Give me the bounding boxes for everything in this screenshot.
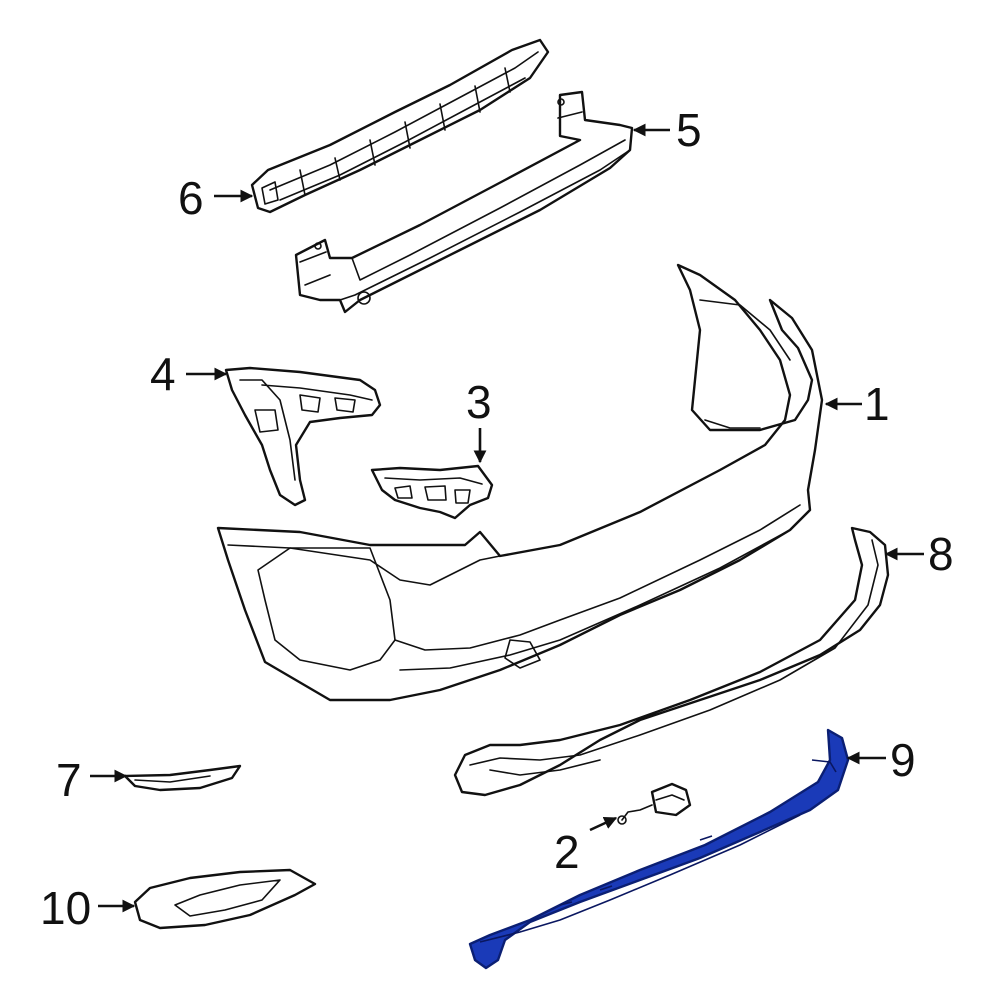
callout-9: 9 <box>890 734 916 786</box>
sensor-part <box>617 782 692 825</box>
callout-3: 3 <box>466 376 492 428</box>
callout-5: 5 <box>676 104 702 156</box>
side-bracket-right-part <box>370 464 494 520</box>
callout-4: 4 <box>150 348 176 400</box>
energy-absorber-part <box>250 38 550 214</box>
callout-leaders <box>90 123 924 913</box>
side-bracket-left-part <box>224 366 382 507</box>
callout-1: 1 <box>864 378 890 430</box>
impact-bar-part <box>294 90 634 314</box>
callout-7: 7 <box>56 754 82 806</box>
callout-10: 10 <box>40 882 91 934</box>
reflector-trim-upper-part <box>123 764 242 792</box>
callout-2: 2 <box>554 826 580 878</box>
lower-valance-part <box>453 526 890 797</box>
bumper-cover-part <box>216 263 824 702</box>
callout-numbers: 1 2 3 4 5 6 7 8 9 10 <box>40 104 954 934</box>
callout-8: 8 <box>928 528 954 580</box>
callout-6: 6 <box>178 172 204 224</box>
reflector-trim-lower-part <box>133 868 317 930</box>
leader-2 <box>589 816 618 832</box>
lower-cover-highlighted-part <box>468 728 850 970</box>
highlighted-part-fill <box>468 728 850 970</box>
